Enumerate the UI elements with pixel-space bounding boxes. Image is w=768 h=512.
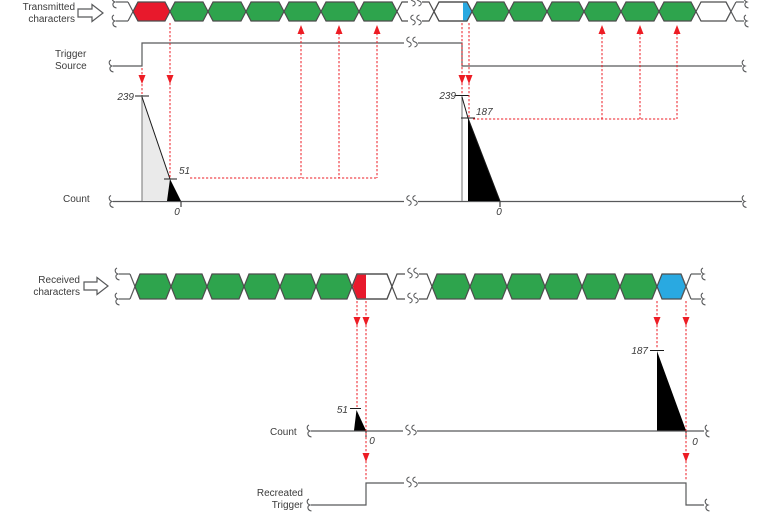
recreated-trigger-row: Recreated Trigger [257, 482, 711, 512]
block-arrow-right-icon [83, 276, 109, 296]
rx-open-right [680, 267, 707, 306]
bottom-count-event1: 51 0 [337, 405, 375, 447]
recreated-trigger-label-line1: Recreated [257, 488, 303, 499]
tx-char-green [283, 1, 322, 22]
rx-char-green [315, 273, 353, 300]
tx-char-green [546, 1, 585, 22]
rx-break-mark-top [404, 267, 420, 281]
count-ramp-fill [657, 351, 686, 431]
tx-char-green [658, 1, 697, 22]
count-fast-drop [354, 410, 366, 431]
tx-char-green [620, 1, 660, 22]
top-count-label: Count [63, 194, 90, 205]
recreated-trigger-waveform [311, 482, 704, 506]
bottom-count-row: Count 51 0 187 0 [270, 346, 711, 448]
recreated-trigger-label-line2: Trigger [272, 500, 304, 511]
trigger-source-row: Trigger Source [55, 42, 748, 73]
trigger-break-mark [403, 36, 419, 50]
count-ramp-fill [142, 97, 174, 201]
rx-char-green [170, 273, 208, 300]
tx-char-green [358, 1, 398, 22]
trigger-source-label-line1: Trigger [55, 49, 87, 60]
count-start-value: 239 [438, 91, 456, 102]
transmitted-label-line2: characters [28, 14, 75, 25]
tx-break-mark-bottom [407, 14, 423, 28]
count-value: 187 [631, 346, 648, 357]
rx-char-green [544, 273, 583, 300]
tx-char-green [508, 1, 548, 22]
count-fast-drop [167, 179, 181, 201]
rx-break-mark-bottom [404, 292, 420, 306]
annotation-arrows-top [138, 23, 681, 179]
top-count-break-mark [403, 195, 419, 208]
rx-char-green [469, 273, 508, 300]
top-count-event1: 239 51 0 [116, 92, 190, 218]
rx-char-green [431, 273, 471, 300]
received-label-line1: Received [38, 275, 80, 286]
rx-char-green [206, 273, 245, 300]
rx-char-green [134, 273, 172, 300]
tx-char-green [245, 1, 285, 22]
count-start-value: 239 [116, 92, 134, 103]
count-capture-value: 51 [179, 166, 190, 177]
rx-char-green [243, 273, 281, 300]
rx-char-green [619, 273, 658, 300]
tx-char-green [207, 1, 247, 22]
tx-char-green [583, 1, 622, 22]
tx-char-white [695, 1, 732, 22]
transmitted-row: Transmitted characters [23, 0, 750, 28]
block-arrow-right-icon [77, 3, 104, 23]
bottom-count-break-mark [402, 424, 418, 438]
rx-char-trigger-blue [656, 273, 687, 300]
top-count-row: Count 239 51 0 239 187 0 [63, 91, 748, 218]
tx-open-right [725, 0, 750, 28]
count-zero: 0 [369, 436, 375, 447]
recreated-trigger-break-mark [403, 476, 419, 490]
tx-break-mark-top [407, 0, 423, 9]
bottom-count-label: Count [270, 427, 297, 438]
trigger-source-label-line2: Source [55, 61, 87, 72]
tx-char-green [320, 1, 360, 22]
count-capture-value: 187 [476, 107, 493, 118]
trigger-source-waveform [113, 42, 742, 67]
received-label-line2: characters [33, 287, 80, 298]
annotation-arrows-bottom [353, 301, 690, 480]
transmitted-label-line1: Transmitted [23, 2, 75, 13]
top-count-event2: 239 187 0 [438, 91, 502, 218]
count-zero: 0 [174, 207, 180, 218]
rx-char-green [279, 273, 317, 300]
count-zero: 0 [496, 207, 502, 218]
rx-char-red-wedge [352, 274, 366, 299]
count-value: 51 [337, 405, 348, 416]
received-row: Received characters [33, 267, 707, 306]
tx-char-trigger-red [132, 1, 171, 22]
bottom-count-event2: 187 0 [631, 346, 698, 448]
rx-char-green [581, 273, 621, 300]
tx-char-blue-wedge [463, 2, 472, 21]
rx-char-green [506, 273, 546, 300]
tx-char-green [169, 1, 209, 22]
tx-char-green [471, 1, 510, 22]
count-zero: 0 [692, 437, 698, 448]
